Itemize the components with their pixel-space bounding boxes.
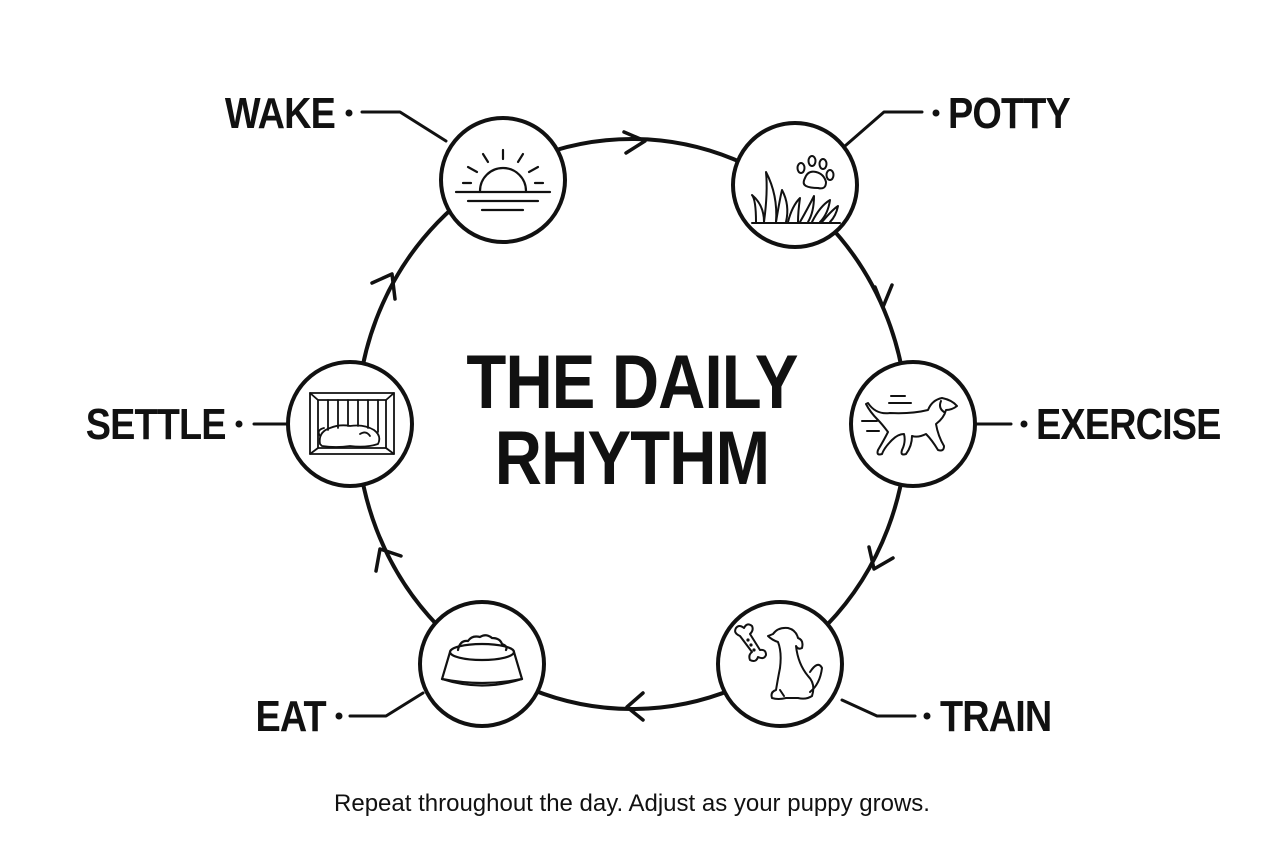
step-label-wake: WAKE — [224, 89, 336, 138]
step-label-settle: SETTLE — [86, 400, 227, 449]
step-node-train — [716, 600, 844, 728]
diagram-title: THE DAILY RHYTHM — [374, 345, 890, 497]
leader-line-potty — [843, 110, 924, 148]
food-bowl-icon — [440, 634, 524, 687]
sunrise-icon — [454, 148, 552, 212]
running-dog-icon — [861, 395, 958, 456]
step-label-train: TRAIN — [940, 692, 1052, 741]
leader-line-train — [840, 698, 917, 718]
step-label-exercise: EXERCISE — [1036, 400, 1221, 449]
step-node-exercise — [849, 360, 977, 488]
title-line-2: RHYTHM — [494, 416, 770, 501]
arrow-icon — [873, 283, 894, 309]
grass-paw-icon — [751, 155, 841, 224]
arrow-icon — [867, 545, 895, 571]
step-node-settle — [286, 360, 414, 488]
footer-note: Repeat throughout the day. Adjust as you… — [334, 790, 930, 817]
sitting-dog-bone-icon — [734, 623, 823, 700]
arrow-icon — [374, 547, 403, 573]
step-label-potty: POTTY — [948, 89, 1071, 138]
arrow-icon — [622, 130, 647, 155]
leader-line-wake — [360, 110, 448, 143]
step-label-eat: EAT — [255, 692, 327, 741]
step-node-potty — [731, 121, 859, 249]
step-node-eat — [418, 600, 546, 728]
arrow-icon — [625, 691, 645, 722]
title-line-1: THE DAILY — [466, 340, 798, 425]
arrow-icon — [370, 272, 397, 301]
bone-icon — [734, 623, 767, 662]
leader-line-eat — [348, 691, 425, 718]
crate-sleeping-dog-icon — [309, 392, 395, 455]
step-node-wake — [439, 116, 567, 244]
